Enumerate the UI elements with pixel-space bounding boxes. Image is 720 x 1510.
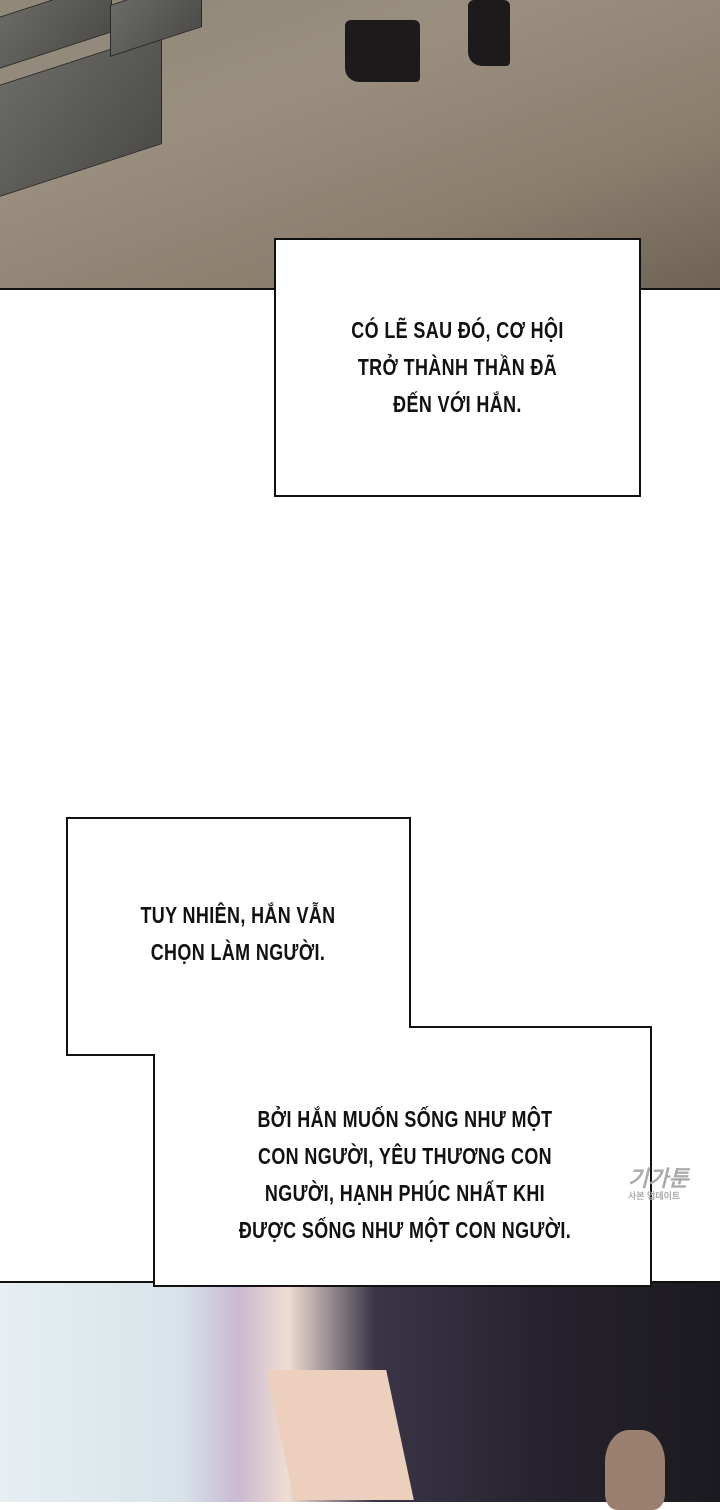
caption-box-shape (66, 817, 652, 1287)
character-ear (605, 1430, 665, 1510)
caption-box-1 (274, 238, 641, 497)
caption-line: CHỌN LÀM NGƯỜI. (150, 939, 326, 965)
caption-line: CON NGƯỜI, YÊU THƯƠNG CON (257, 1143, 553, 1169)
caption-line: BỞI HẮN MUỐN SỐNG NHƯ MỘT (257, 1106, 553, 1132)
caption-line: TRỞ THÀNH THẦN ĐÃ (357, 354, 558, 380)
watermark-sub-text: 사본 업데이트 (628, 1191, 681, 1201)
character-boot (468, 0, 510, 66)
character-boot (345, 20, 420, 82)
caption-text-2: TUY NHIÊN, HẮN VẪN CHỌN LÀM NGƯỜI. (104, 897, 372, 971)
caption-line: ĐƯỢC SỐNG NHƯ MỘT CON NGƯỜI. (238, 1217, 572, 1243)
caption-line: TUY NHIÊN, HẮN VẪN (140, 902, 336, 928)
watermark-logo-text: 기가툰 (628, 1166, 689, 1191)
caption-line: ĐẾN VỚI HẮN. (393, 391, 522, 417)
watermark-logo: 기가툰 사본 업데이트 (628, 1168, 689, 1202)
caption-line: NGƯỜI, HẠNH PHÚC NHẤT KHI (264, 1180, 546, 1206)
caption-text-1: CÓ LẼ SAU ĐÓ, CƠ HỘI TRỞ THÀNH THẦN ĐÃ Đ… (314, 312, 600, 423)
caption-line: CÓ LẼ SAU ĐÓ, CƠ HỘI (351, 317, 564, 343)
caption-text-3: BỞI HẮN MUỐN SỐNG NHƯ MỘT CON NGƯỜI, YÊU… (214, 1101, 596, 1249)
